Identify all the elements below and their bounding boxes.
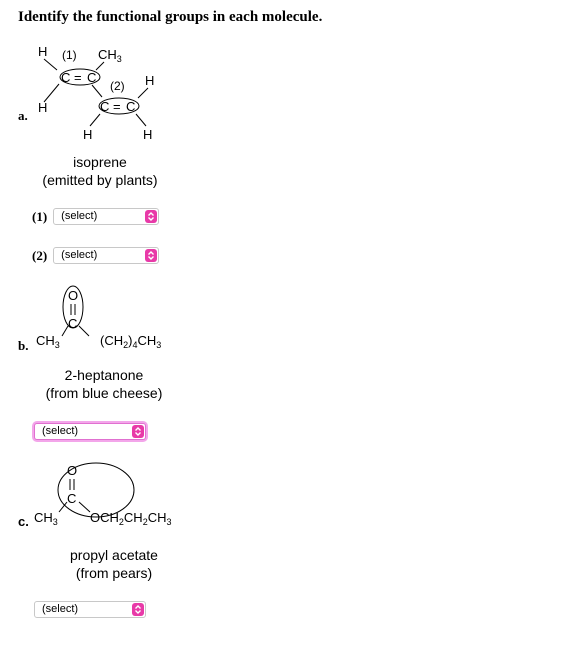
isoprene-double-bond-2: = <box>113 99 121 114</box>
select-a2-value: (select) <box>61 249 98 261</box>
ester-group-circle <box>57 462 135 518</box>
part-c-letter: c. <box>18 514 29 529</box>
select-b-value: (select) <box>42 425 79 437</box>
isoprene-h-bottom-left: H <box>83 127 92 142</box>
functional-group-select-a2[interactable]: (select) <box>53 247 160 264</box>
part-c-select-row: (select) <box>34 601 146 618</box>
propyl-acetate-propyl-chain: OCH2CH2CH3 <box>90 510 172 527</box>
isoprene-circle-2 <box>98 97 140 115</box>
isoprene-c-left-1: C <box>61 70 70 85</box>
select-a1-value: (select) <box>61 210 98 222</box>
heptanone-o: O <box>68 288 78 303</box>
isoprene-label-2: (2) <box>110 79 125 93</box>
propyl-acetate-name: propyl acetate <box>70 547 158 563</box>
part-b-letter: b. <box>18 338 29 353</box>
isoprene-h-right: H <box>145 73 154 88</box>
select-2-label: (2) <box>32 247 48 263</box>
select-a2-arrow-icon[interactable] <box>145 249 158 262</box>
select-a1-arrow-icon[interactable] <box>145 210 158 223</box>
select-c-value: (select) <box>42 603 79 615</box>
heptanone-chain: (CH2)4CH3 <box>100 333 161 350</box>
propyl-acetate-caption: propyl acetate (from pears) <box>44 546 184 582</box>
heptanone-source: (from blue cheese) <box>45 385 163 401</box>
isoprene-h-top-left: H <box>38 44 47 59</box>
propyl-acetate-c: C <box>67 491 76 506</box>
heptanone-c: C <box>68 316 77 331</box>
functional-group-select-c[interactable]: (select) <box>34 601 146 618</box>
isoprene-double-bond-1: = <box>74 70 82 85</box>
part-a-letter: a. <box>18 108 28 123</box>
propyl-acetate-o: O <box>67 463 77 478</box>
isoprene-h-bottom-right: H <box>143 127 152 142</box>
isoprene-name: isoprene <box>73 154 127 170</box>
select-1-label: (1) <box>32 208 48 224</box>
isoprene-caption: isoprene (emitted by plants) <box>30 153 170 189</box>
functional-group-select-a1[interactable]: (select) <box>53 208 160 225</box>
isoprene-source: (emitted by plants) <box>42 172 158 188</box>
isoprene-structure: H (1) CH3 C = C H (2) H C = C H H <box>38 44 154 142</box>
heptanone-caption: 2-heptanone (from blue cheese) <box>34 366 174 402</box>
propyl-acetate-ch3: CH3 <box>34 510 58 527</box>
isoprene-label-1: (1) <box>62 48 77 62</box>
part-b-select-row: (select) <box>34 423 146 440</box>
question-heading: Identify the functional groups in each m… <box>18 9 323 25</box>
heptanone-structure: O C CH3 (CH2)4CH3 <box>36 285 161 350</box>
isoprene-c-right-1: C <box>87 70 96 85</box>
select-c-arrow-icon[interactable] <box>132 603 144 616</box>
isoprene-ch3: CH3 <box>98 47 122 64</box>
propyl-acetate-structure: O C CH3 OCH2CH2CH3 <box>34 462 172 527</box>
heptanone-ch3: CH3 <box>36 333 60 350</box>
select-b-arrow-icon[interactable] <box>132 425 144 438</box>
propyl-acetate-source: (from pears) <box>75 565 153 581</box>
heptanone-carbonyl-circle <box>62 285 84 329</box>
isoprene-h-left: H <box>38 100 47 115</box>
heptanone-name: 2-heptanone <box>64 367 144 383</box>
isoprene-c-left-2: C <box>100 99 109 114</box>
isoprene-circle-1 <box>59 68 101 86</box>
part-a-select-row-1: (1) (select) <box>32 208 160 225</box>
functional-group-select-b[interactable]: (select) <box>34 423 146 440</box>
part-a-select-row-2: (2) (select) <box>32 247 160 264</box>
isoprene-c-right-2: C <box>126 99 135 114</box>
